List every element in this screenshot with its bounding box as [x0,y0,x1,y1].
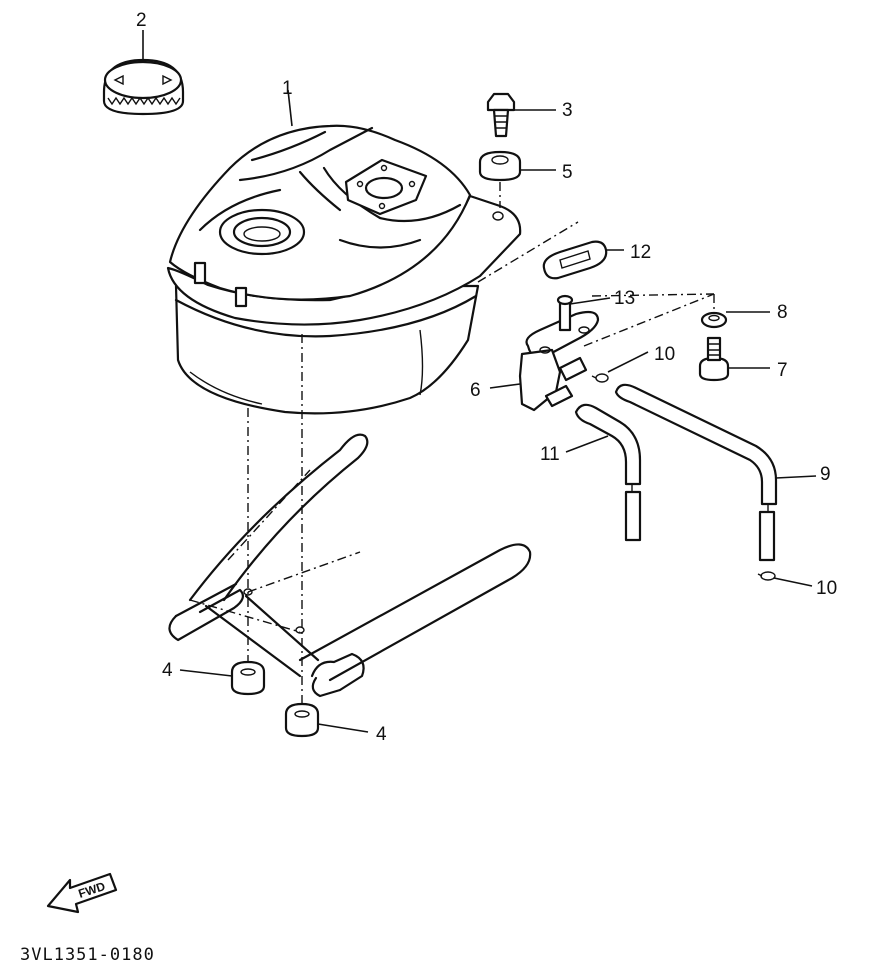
callout-11: 11 [540,444,560,465]
fuel-tank [166,124,522,415]
rubber-damper-left [230,660,266,696]
frame [168,433,532,698]
fuel-cock [518,294,600,412]
bolt [486,92,516,138]
callout-12: 12 [630,242,651,263]
callout-4-left: 4 [162,660,173,681]
gasket [542,240,608,280]
callout-3: 3 [562,100,573,121]
callout-4-right: 4 [376,724,387,745]
hose-9 [614,383,778,562]
assembly-lines [189,182,769,704]
callout-2: 2 [136,10,147,31]
rubber-damper-right [284,702,320,738]
washer [700,311,728,329]
fuel-cap [102,58,185,116]
bolt-7 [698,336,730,382]
callout-8: 8 [777,302,788,323]
callouts: 2 1 3 5 12 13 8 10 7 6 11 9 10 4 4 [136,10,837,745]
callout-1: 1 [282,78,293,99]
damper [478,150,522,182]
callout-5: 5 [562,162,573,183]
hose-clip-lower [757,571,776,581]
callout-10-upper: 10 [654,344,675,365]
fwd-arrow-icon: FWD [46,872,118,914]
leader-lines [142,30,817,733]
hose-clip-upper [591,373,609,383]
hose-11 [574,403,642,542]
diagram-code: 3VL1351-0180 [20,945,155,965]
callout-7: 7 [777,360,788,381]
callout-13: 13 [614,288,635,309]
callout-9: 9 [820,464,831,485]
callout-10-lower: 10 [816,578,837,599]
callout-6: 6 [470,380,481,401]
